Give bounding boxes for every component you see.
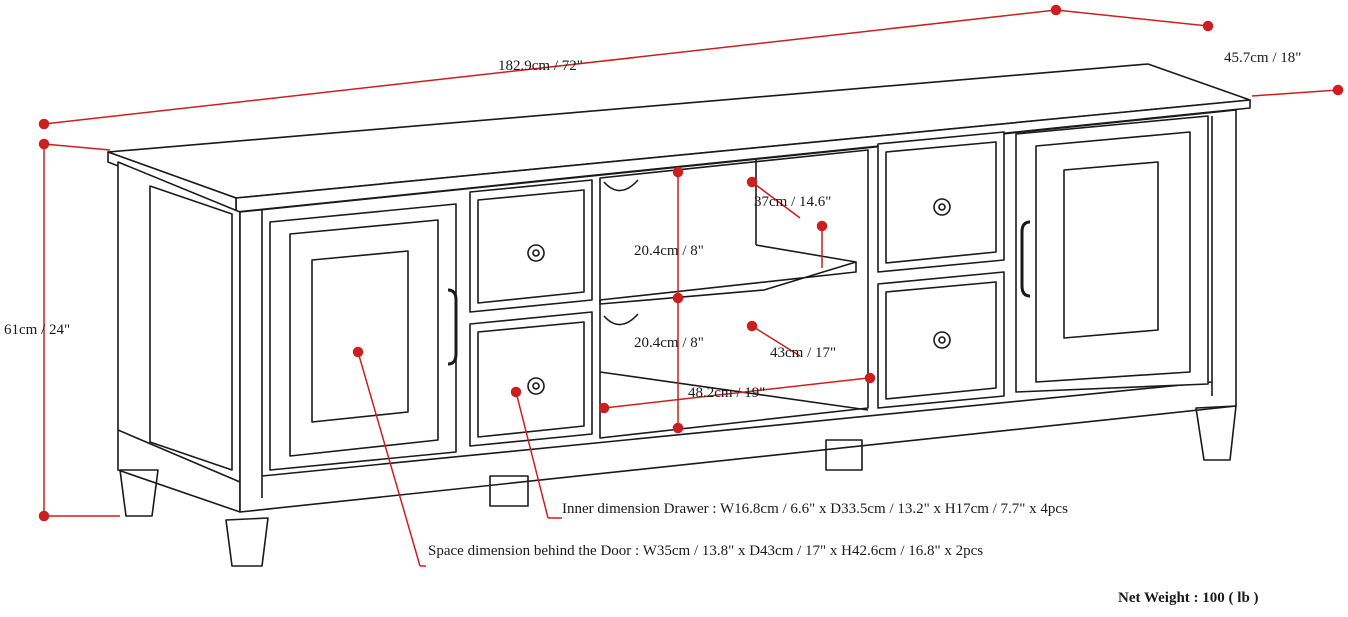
left-side-inset <box>149 185 233 471</box>
left-door-handle <box>447 288 458 366</box>
depth-label: 45.7cm / 18" <box>1224 50 1302 66</box>
height-label: 61cm / 24" <box>4 322 71 338</box>
lower-shelf-depth-label: 43cm / 17" <box>770 345 837 361</box>
leg <box>225 517 269 567</box>
left-door-frame <box>289 219 439 457</box>
leg <box>119 469 159 517</box>
right-door-panel <box>1063 161 1159 339</box>
drawer-knob <box>933 198 951 216</box>
drawer-knob <box>527 377 545 395</box>
right-door-handle <box>1020 220 1031 298</box>
drawer-knob <box>527 244 545 262</box>
door-note: Space dimension behind the Door : W35cm … <box>428 543 984 559</box>
upper-shelf-height-label: 20.4cm / 8" <box>634 243 704 259</box>
leg <box>1195 405 1237 461</box>
leg <box>825 439 863 471</box>
drawer-right-top <box>877 131 1005 273</box>
shelf-width-label: 48.2cm / 19" <box>688 385 766 401</box>
upper-shelf-depth-label: 37cm / 14.6" <box>754 194 832 210</box>
leg <box>489 475 529 507</box>
left-door-panel <box>311 250 409 423</box>
open-shelf-opening <box>599 149 869 439</box>
width-label: 182.9cm / 72" <box>498 58 583 74</box>
net-weight: Net Weight : 100 ( lb ) <box>1118 590 1259 606</box>
drawer-note: Inner dimension Drawer : W16.8cm / 6.6" … <box>562 501 1068 517</box>
right-door-frame <box>1035 131 1191 383</box>
drawer-right-bottom <box>877 271 1005 409</box>
drawer-knob <box>933 331 951 349</box>
right-door <box>1015 115 1209 393</box>
lower-shelf-height-label: 20.4cm / 8" <box>634 335 704 351</box>
upper-shelf <box>599 261 857 305</box>
left-side-panel <box>117 161 241 513</box>
left-door <box>269 203 457 471</box>
